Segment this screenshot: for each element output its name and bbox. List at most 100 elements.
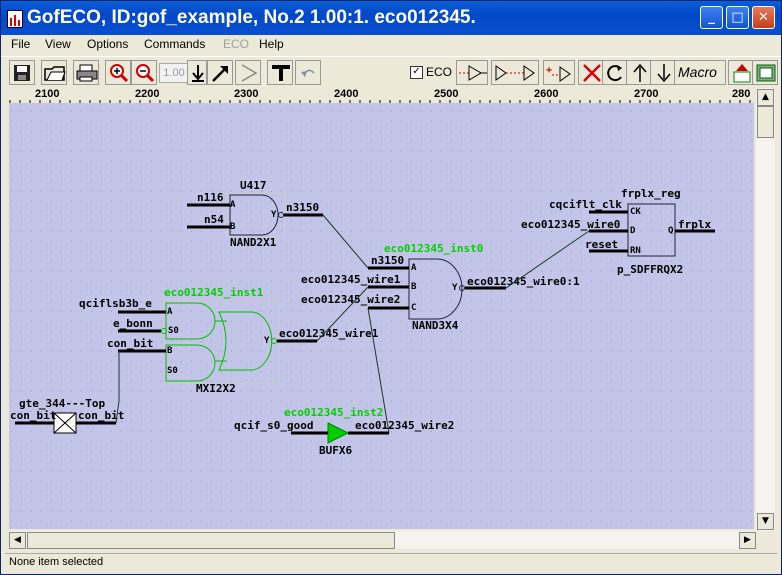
vertical-scroll-thumb[interactable] [757, 106, 774, 138]
delete-button[interactable] [578, 60, 604, 85]
zoom-in-button[interactable] [105, 60, 131, 85]
wires [115, 214, 590, 434]
title-bar[interactable]: GofECO, ID:gof_example, No.2 1.00:1. eco… [1, 1, 781, 35]
print-button[interactable] [73, 60, 99, 85]
menu-options[interactable]: Options [87, 37, 129, 51]
open-button[interactable] [41, 60, 67, 85]
pin-label: RN [630, 246, 641, 256]
floppy-icon [14, 65, 30, 81]
menu-commands[interactable]: Commands [144, 37, 206, 51]
menu-eco[interactable]: ECO [223, 37, 250, 51]
pin-label: Y [452, 283, 458, 293]
pin-label: Y [264, 336, 270, 346]
pin-label: B [411, 282, 417, 292]
gate-eco-inst1[interactable]: eco012345_inst1 MXI2X2 A S0 B S0 Y qcifl… [79, 286, 379, 395]
ruler-label: 2200 [135, 88, 160, 100]
scroll-up-button[interactable]: ▲ [757, 89, 774, 106]
scroll-down-button[interactable]: ▼ [757, 513, 774, 530]
triangle-left-icon: ◀ [14, 535, 21, 545]
net-label: n116 [197, 191, 224, 204]
undo-button[interactable] [295, 60, 321, 85]
app-icon [7, 10, 23, 28]
pin-label: D [630, 226, 636, 236]
scroll-right-button[interactable]: ▶ [739, 532, 756, 549]
select-tool-button[interactable] [207, 60, 233, 85]
status-bar: None item selected [5, 553, 777, 572]
play-button[interactable] [235, 60, 261, 85]
horizontal-scrollbar[interactable]: ◀ ▶ [9, 531, 756, 549]
status-text: None item selected [9, 556, 104, 568]
buffer-chain-icon [495, 65, 535, 81]
pin-label: A [230, 200, 236, 210]
rotate-button[interactable] [602, 60, 628, 85]
toolbar: 1.00 ✓ ECO + [1, 56, 781, 89]
gate-eco-inst1-inst: eco012345_inst1 [164, 286, 264, 299]
insert-gate-button[interactable]: + [543, 60, 575, 85]
gate-u417-cell: NAND2X1 [230, 236, 277, 249]
net-label: eco012345_wire2 [355, 419, 454, 432]
gate-eco-inst2-cell: BUFX6 [319, 444, 352, 457]
triangle-right-icon [241, 64, 258, 82]
pin-label: S0 [167, 366, 178, 376]
gate-u417[interactable]: U417 NAND2X1 A B Y n116 n54 n3150 [187, 179, 323, 249]
text-t-icon [272, 65, 290, 81]
rotate-icon [607, 65, 622, 82]
minimize-button[interactable]: _ [700, 6, 723, 29]
export-icon [733, 64, 751, 83]
zoom-out-button[interactable] [131, 60, 157, 85]
zoom-apply-button[interactable] [187, 60, 207, 85]
gate-eco-inst2[interactable]: eco012345_inst2 BUFX6 qcif_s0_good eco01… [234, 406, 454, 457]
arrow-down-icon [192, 65, 204, 82]
ruler-label: 2300 [234, 88, 259, 100]
export-button[interactable] [728, 60, 754, 85]
schematic-canvas[interactable]: U417 NAND2X1 A B Y n116 n54 n3150 [9, 103, 754, 529]
arrow-down-icon [657, 64, 671, 83]
net-label: eco012345_wire1 [301, 273, 401, 286]
gate-eco-inst2-inst: eco012345_inst2 [284, 406, 383, 419]
net-label: n54 [204, 213, 224, 226]
save-button[interactable] [9, 60, 35, 85]
vertical-scrollbar[interactable]: ▲ ▼ [756, 88, 775, 531]
menu-help[interactable]: Help [259, 37, 284, 51]
pin-label: A [411, 263, 417, 273]
flop-frplx-reg[interactable]: frplx_reg p_SDFFRQX2 CK D RN Q cqciflt_c… [521, 187, 715, 276]
port-label: gte_344---Top [19, 397, 105, 410]
menu-bar: File View Options Commands ECO Help [1, 35, 781, 55]
insert-buffer-button[interactable] [456, 60, 488, 85]
insert-chain-button[interactable] [491, 60, 539, 85]
zoom-out-icon [136, 64, 155, 83]
menu-file[interactable]: File [11, 37, 31, 51]
eco-checkbox[interactable]: ✓ [410, 66, 423, 79]
gate-u417-inst: U417 [240, 179, 267, 192]
macro-button[interactable] [674, 60, 726, 85]
scroll-left-button[interactable]: ◀ [9, 532, 26, 549]
port-gte-344[interactable]: gte_344---Top con_bit con_bit [10, 397, 124, 434]
triangle-up-icon: ▲ [762, 92, 769, 102]
gate-add-icon: + [546, 65, 571, 82]
zoom-level-field[interactable]: 1.00 [159, 63, 189, 83]
net-label: qcif_s0_good [234, 419, 313, 432]
arrow-up-icon [633, 63, 647, 82]
grid-toggle-button[interactable] [752, 60, 778, 85]
text-tool-button[interactable] [267, 60, 293, 85]
printer-icon [76, 64, 98, 82]
horizontal-scroll-thumb[interactable] [27, 532, 395, 549]
schematic-drawing: U417 NAND2X1 A B Y n116 n54 n3150 [9, 103, 754, 529]
gate-eco-inst0[interactable]: eco012345_inst0 NAND3X4 A B C Y n3150 ec… [301, 242, 580, 332]
ruler-label: 280 [732, 88, 751, 100]
move-up-button[interactable] [626, 60, 652, 85]
maximize-icon: □ [731, 10, 744, 25]
net-label: n3150 [371, 254, 404, 267]
menu-view[interactable]: View [45, 37, 71, 51]
maximize-button[interactable]: □ [726, 6, 749, 29]
net-label: con_bit [10, 409, 56, 422]
move-down-button[interactable] [650, 60, 676, 85]
close-button[interactable]: ✕ [752, 6, 775, 29]
net-label: e_bonn [113, 317, 153, 330]
flop-frplx-inst: frplx_reg [621, 187, 681, 200]
pin-label: Q [668, 226, 674, 236]
zoom-in-icon [110, 64, 129, 83]
net-label: eco012345_wire2 [301, 293, 400, 306]
window-title: GofECO, ID:gof_example, No.2 1.00:1. eco… [27, 7, 476, 28]
